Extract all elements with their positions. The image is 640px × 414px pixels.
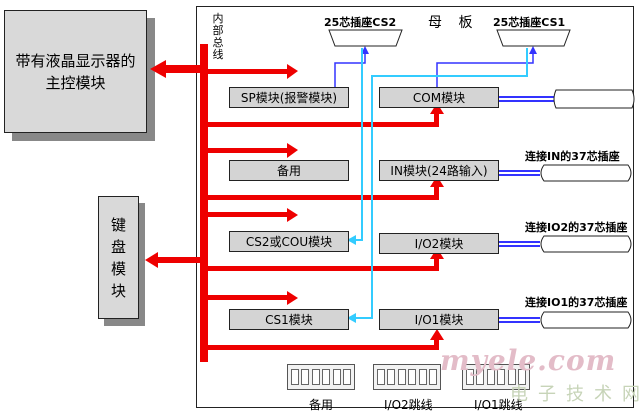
jumper-pin [465,369,474,385]
connector-cs1-label: 25芯插座CS1 [493,16,566,29]
connector-io1-label: 连接IO1的37芯插座 [525,296,628,309]
blue-wire-com-cs1 [436,48,534,87]
module-cs2-cou: CS2或COU模块 [229,231,349,252]
module-com: COM模块 [379,87,499,108]
jumper-pin [311,369,320,385]
connector-io1-shape [540,311,632,329]
bus-char-1: 内 [212,12,224,25]
connector-cs2-label: 25芯插座CS2 [324,16,397,29]
module-io2: I/O2模块 [379,233,499,254]
keyboard-char-4: 块 [110,281,126,300]
internal-bus [200,44,208,362]
cyan-wire-cs1 [352,48,528,319]
jumper-pin [376,369,385,385]
module-sp: SP模块(报警模块) [229,87,349,108]
module-spare: 备用 [229,160,349,181]
connector-io2-shape [540,235,632,253]
jumper-pin [518,369,527,385]
bus-branch-cs1 [208,295,288,300]
main-unit: 带有液晶显示器的 主控模块 [4,10,147,133]
jumper-pin [429,369,438,385]
bus-branch-cs2 [208,212,288,217]
jumper-io1-label: I/O1跳线 [474,398,523,412]
bus-link-main-unit [163,65,200,73]
jumper-pin [322,369,331,385]
jumper-io2-label: I/O2跳线 [384,398,433,412]
bus-arrow-sp [287,64,298,79]
bus-branch-spare [208,148,288,153]
keyboard-char-3: 模 [110,259,126,278]
jumper-io2 [373,364,441,390]
blue-arrow-cs1 [529,46,537,54]
board-title: 母 板 [428,15,479,31]
jumper-pin [397,369,406,385]
jumper-pin [507,369,516,385]
connector-cs2-shape [328,29,403,47]
bus-branch-in [208,195,436,200]
module-cs1: CS1模块 [229,309,349,330]
bus-link-keyboard [156,257,200,263]
jumper-io1 [462,364,530,390]
connector-in-shape [540,164,632,182]
jumper-pin [476,369,485,385]
bus-char-3: 总 [212,36,224,49]
main-unit-line-2: 主控模块 [45,73,106,92]
connector-cs1-shape [496,29,571,47]
bus-arrow-io1 [430,329,444,340]
blue-wire-sp-cs2 [334,48,366,87]
bus-char-2: 部 [212,24,224,37]
jumper-pin [486,369,495,385]
bus-branch-io1 [208,345,436,350]
jumper-pin [332,369,341,385]
jumper-pin [497,369,506,385]
bus-stub-in [434,184,439,200]
connector-in-label: 连接IN的37芯插座 [525,150,620,163]
jumper-pin [387,369,396,385]
module-in: IN模块(24路输入) [379,160,499,181]
bus-arrow-main-unit [150,60,166,78]
bus-stub-io1 [434,336,439,350]
bus-arrow-cs2 [287,208,298,222]
motherboard [196,6,634,408]
bus-branch-com [208,122,436,127]
connector-io2-label: 连接IO2的37芯插座 [525,221,628,234]
module-io1: I/O1模块 [379,309,499,330]
jumper-pin [290,369,299,385]
keyboard-module: 键 盘 模 块 [98,196,139,319]
jumper-pin [301,369,310,385]
cyan-wire-cs2 [352,48,363,241]
cyan-arrow-cs1 [347,313,356,323]
watermark-site: myele.com [440,344,617,377]
bus-branch-sp [208,69,288,74]
bus-arrow-keyboard [145,252,158,268]
bus-arrow-spare [287,143,298,158]
connector-com-shape [553,89,635,109]
bus-stub-com [434,111,439,127]
jumper-spare-label: 备用 [309,398,334,412]
internal-bus-label: 内 部 总 线 [212,13,224,61]
jumper-pin [343,369,352,385]
watermark-cn: 电子技术网 [510,384,640,405]
jumper-spare [287,364,355,390]
bus-arrow-in [430,176,444,187]
bus-char-4: 线 [212,48,224,61]
jumper-pin [408,369,417,385]
main-unit-line-1: 带有液晶显示器的 [15,51,136,70]
cyan-arrow-cs2 [347,235,356,245]
keyboard-char-2: 盘 [110,237,126,256]
bus-branch-io2 [208,266,436,271]
bus-arrow-cs1 [287,291,298,305]
jumper-pin [418,369,427,385]
bus-arrow-com [430,103,444,114]
bus-stub-io2 [434,256,439,271]
keyboard-char-1: 键 [110,215,126,234]
